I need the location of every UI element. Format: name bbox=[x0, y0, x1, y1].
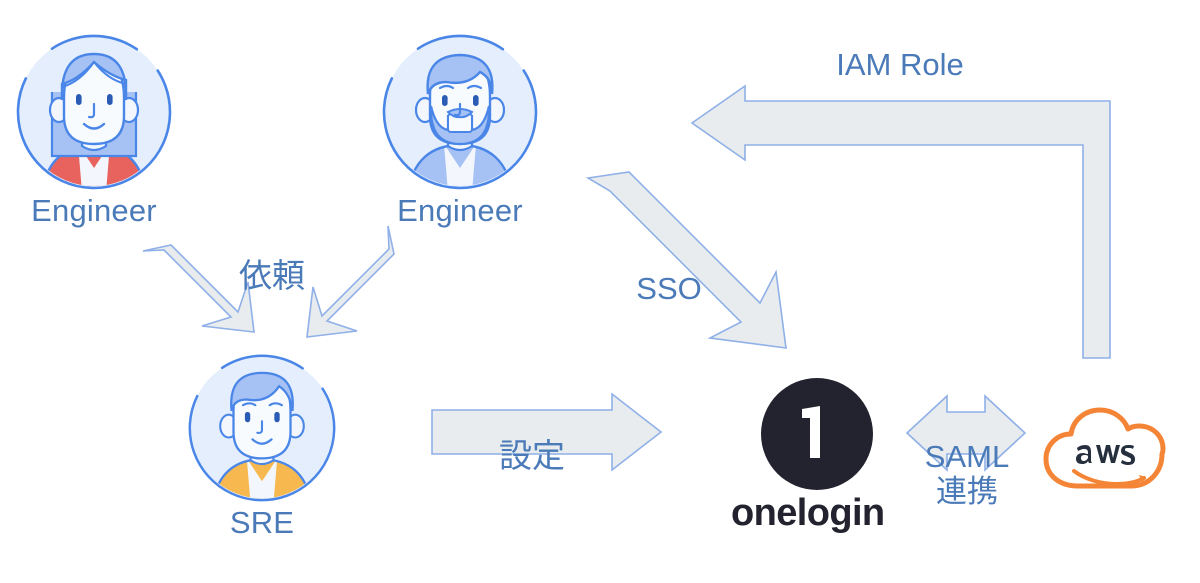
onelogin-wordmark: onelogin bbox=[731, 492, 885, 534]
onelogin-logo-icon bbox=[761, 378, 873, 490]
request-label: 依頼 bbox=[239, 257, 305, 294]
arrow-elbow-left-icon bbox=[690, 84, 1111, 359]
avatar-female-engineer-icon bbox=[14, 32, 174, 192]
arrow-down-right-long-icon bbox=[585, 171, 787, 349]
saml-label-line2: 連携 bbox=[936, 473, 998, 509]
configure-label: 設定 bbox=[499, 437, 565, 474]
avatar-bearded-engineer-icon bbox=[380, 32, 540, 192]
engineer-1-label: Engineer bbox=[31, 193, 157, 228]
sre-label: SRE bbox=[229, 505, 295, 540]
saml-label: SAML 連携 bbox=[902, 439, 1032, 509]
saml-label-line1: SAML bbox=[924, 439, 1010, 474]
iam-role-label: IAM Role bbox=[836, 47, 964, 82]
sso-label: SSO bbox=[636, 271, 702, 306]
aws-cloud-logo-icon bbox=[1040, 400, 1168, 498]
avatar-sre-icon bbox=[186, 352, 338, 504]
engineer-2-label: Engineer bbox=[397, 193, 523, 228]
